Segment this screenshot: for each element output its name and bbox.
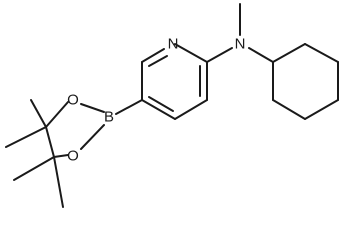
- bond-pinacol-c-c: [45, 126, 55, 158]
- molecule-structure-diagram: N N B O O: [5, 3, 339, 208]
- bond-cy-2-3: [304, 43, 339, 63]
- double-bond-c6-n1: [148, 55, 168, 67]
- cyclohexane-ring: [272, 43, 339, 120]
- bond-boron-o-top: [80, 103, 105, 113]
- boron-label: B: [104, 109, 114, 126]
- pinacol-boronate: [5, 99, 143, 208]
- bond-amine-n-cyclohexyl: [248, 47, 274, 63]
- bond-cy-1-2: [272, 43, 306, 63]
- bond-c2-amine-n: [206, 47, 233, 63]
- bond-cy-4-5: [304, 99, 339, 120]
- bond-o-top-c: [45, 101, 69, 128]
- n-methyl-amine: [206, 3, 274, 63]
- bond-c6-n1: [141, 48, 165, 63]
- bond-methyl-2: [5, 126, 47, 148]
- pyridine-ring: [141, 43, 208, 120]
- oxygen-bottom-label: O: [67, 148, 79, 165]
- bond-c5-boron: [115, 99, 143, 115]
- amine-nitrogen-label: N: [235, 36, 246, 53]
- bond-boron-o-bottom: [80, 124, 105, 150]
- bond-methyl-1: [30, 99, 47, 128]
- bond-cy-5-6: [272, 99, 306, 120]
- bond-methyl-4: [53, 156, 64, 208]
- oxygen-top-label: O: [67, 92, 79, 109]
- bond-o-bottom-c: [53, 154, 69, 158]
- pyridine-nitrogen-label: N: [168, 36, 179, 53]
- bond-methyl-3: [13, 156, 55, 181]
- double-bond-c4-c5: [148, 96, 174, 112]
- bond-n1-c2: [174, 43, 208, 63]
- bond-c3-c4: [174, 99, 208, 120]
- bond-c4-c5: [141, 99, 176, 120]
